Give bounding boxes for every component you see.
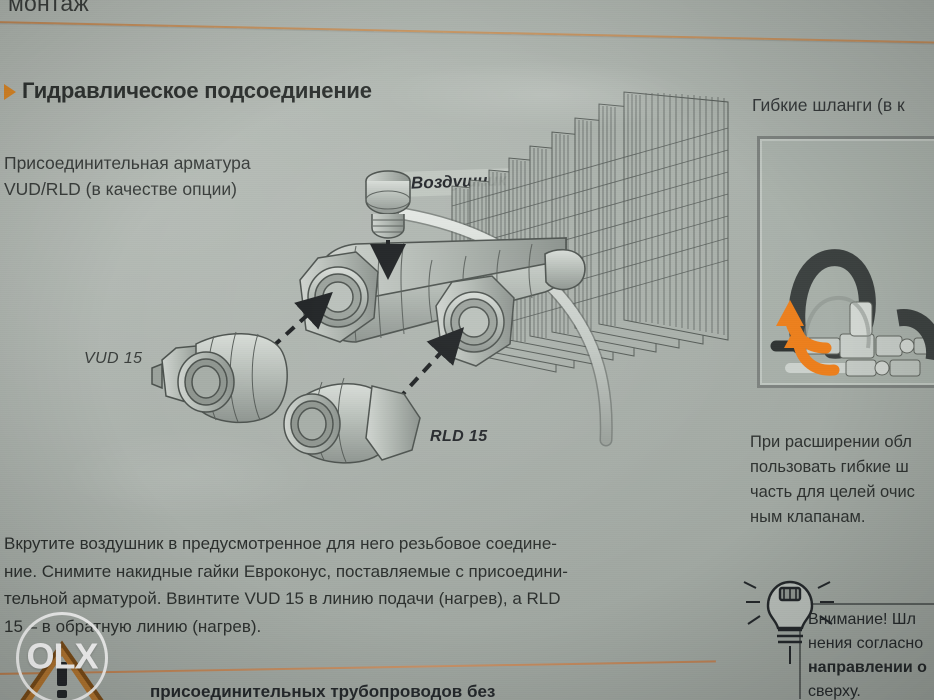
photo-glare xyxy=(60,430,320,520)
flexible-hose-figure-frame xyxy=(757,136,934,388)
right-body-line: часть для целей очис xyxy=(750,483,915,501)
body-line: ние. Снимите накидные гайки Евроконус, п… xyxy=(4,561,568,581)
tip-line: направлении о xyxy=(808,659,927,676)
right-body-line: При расширении обл xyxy=(750,433,912,451)
right-column-heading: Гибкие шланги (в к xyxy=(752,95,905,115)
dashed-arrow-icon xyxy=(256,291,465,430)
radiator-fins xyxy=(451,91,729,373)
flexible-pipe xyxy=(397,207,613,447)
body-line: тельной арматурой. Ввинтите VUD 15 в лин… xyxy=(4,589,561,608)
caption-line: VUD/RLD (в качестве опции) xyxy=(4,179,237,199)
body-line: Вкрутите воздушник в предусмотренное для… xyxy=(4,534,557,553)
label-rld-15: RLD 15 xyxy=(430,428,488,445)
running-header: монтаж xyxy=(8,0,89,16)
euroconus-nut-return xyxy=(435,275,515,367)
triangle-right-icon xyxy=(4,84,16,100)
watermark-ring xyxy=(16,612,108,700)
label-vud-15: VUD 15 xyxy=(84,350,143,367)
olx-watermark: OLX xyxy=(16,612,108,700)
tip-box-top-rule xyxy=(800,603,934,605)
watermark-label: OLX xyxy=(26,635,98,677)
tip-line: сверху. xyxy=(808,683,861,700)
right-body-line: пользовать гибкие ш xyxy=(750,458,909,476)
next-section-heading: присоединительных трубопроводов без xyxy=(150,682,496,700)
tip-note: Внимание! Шл нения согласно направлении … xyxy=(808,608,934,700)
vud-valve xyxy=(151,331,288,424)
header-rule xyxy=(0,21,934,44)
rld-valve xyxy=(283,377,421,464)
right-body-line: ным клапанам. xyxy=(750,508,866,526)
tip-line: Внимание! Шл xyxy=(808,611,916,628)
tip-line: нения согласно xyxy=(808,635,924,652)
label-air-vent: Воздушник xyxy=(403,168,514,197)
manifold-body xyxy=(317,237,586,343)
right-column-paragraph: При расширении обл пользовать гибкие ш ч… xyxy=(750,430,934,530)
tip-box-left-rule xyxy=(799,603,801,699)
section-heading: Гидравлическое подсоединение xyxy=(22,78,372,103)
body-paragraph: Вкрутите воздушник в предусмотренное для… xyxy=(4,530,704,640)
figure-caption-left: Присоединительная арматура VUD/RLD (в ка… xyxy=(4,150,344,202)
body-line: 15 – в обратную линию (нагрев). xyxy=(4,616,262,636)
photo-glare xyxy=(380,60,710,130)
caption-line: Присоединительная арматура xyxy=(4,153,251,173)
euroconus-nut-supply xyxy=(299,251,379,343)
